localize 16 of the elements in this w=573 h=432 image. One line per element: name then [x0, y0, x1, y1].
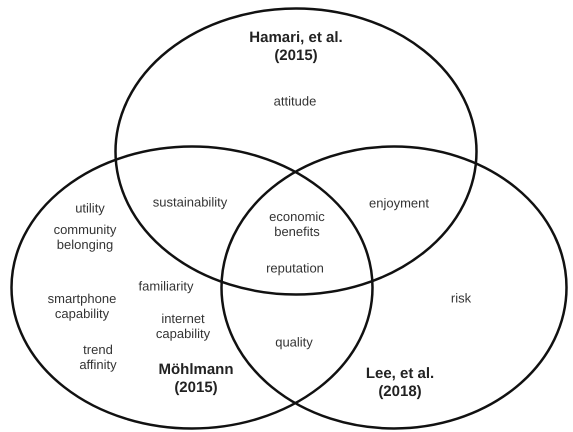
- set-heading: Möhlmann (2015): [158, 361, 234, 397]
- set-heading: Hamari, et al. (2015): [248, 29, 344, 65]
- factor-label: enjoyment: [369, 196, 429, 210]
- factor-label: reputation: [266, 260, 324, 276]
- set-heading: Lee, et al. (2018): [364, 365, 436, 401]
- factor-label: quality: [275, 334, 313, 350]
- factor-label: smartphone capability: [46, 291, 118, 321]
- factor-label: trend affinity: [78, 342, 118, 372]
- factor-label: familiarity: [138, 278, 194, 294]
- factor-label: risk: [450, 290, 472, 306]
- factor-label: attitude: [274, 94, 316, 108]
- factor-label: community belonging: [52, 222, 118, 252]
- factor-label: sustainability: [152, 194, 228, 210]
- factor-label: utility: [75, 200, 105, 216]
- factor-label: internet capability: [154, 311, 212, 341]
- factor-label: economic benefits: [268, 209, 326, 239]
